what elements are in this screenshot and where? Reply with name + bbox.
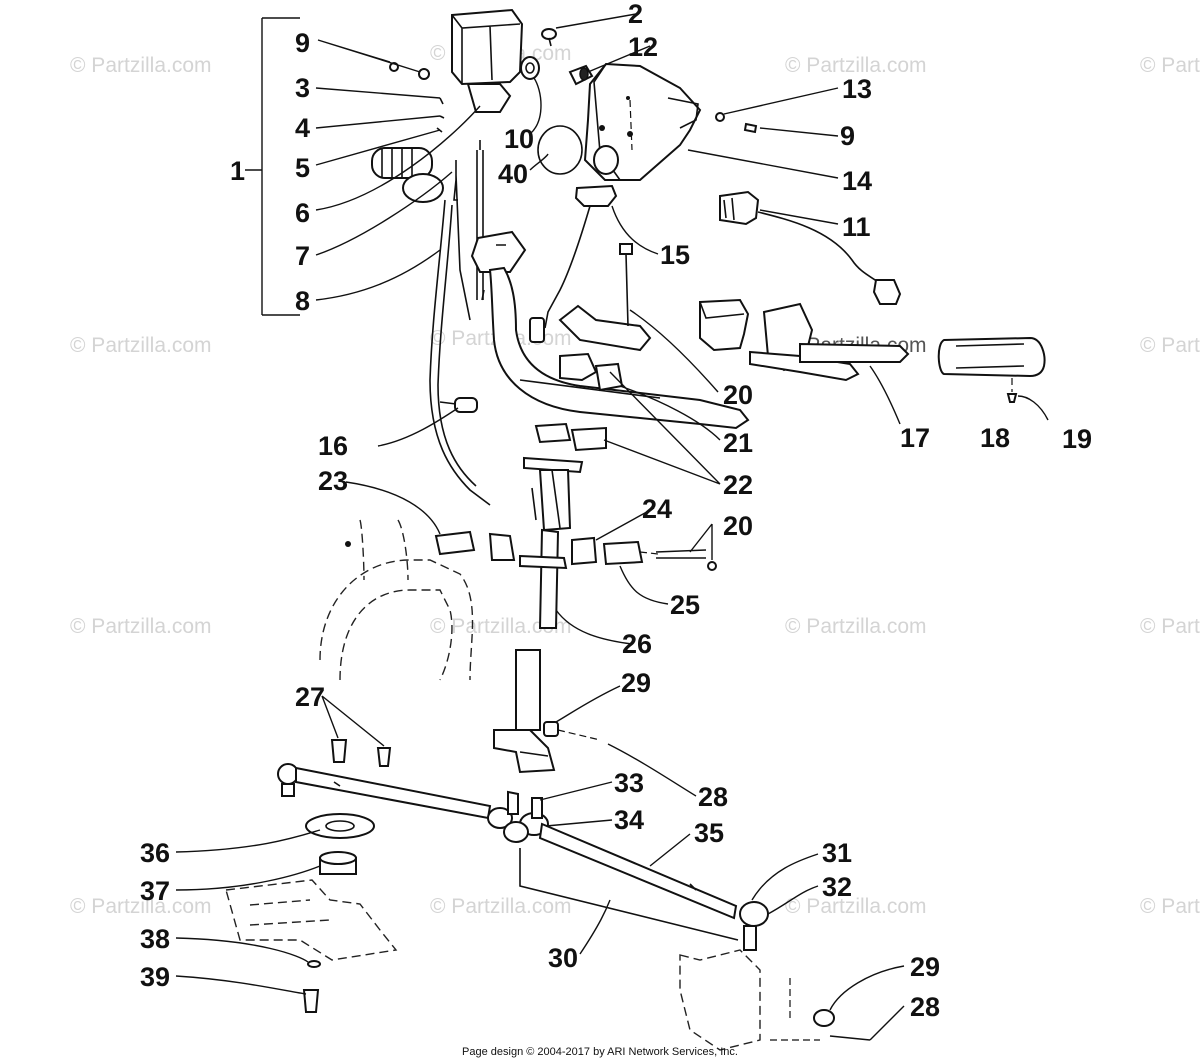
watermark-text: © Partzilla.com [70, 615, 212, 638]
callout-3: 3 [295, 73, 310, 103]
callout-27: 27 [295, 682, 325, 712]
harness-15[interactable] [529, 184, 618, 343]
leader-lines [175, 13, 1049, 1041]
callout-16: 16 [318, 431, 348, 461]
callout-2: 2 [628, 0, 643, 29]
watermark-text: © Partzilla.com [70, 54, 212, 77]
callout-21: 21 [723, 428, 753, 458]
callout-18: 18 [980, 423, 1010, 453]
callout-23: 23 [318, 466, 348, 496]
callout-29: 29 [910, 952, 940, 982]
callout-14: 14 [842, 166, 872, 196]
callout-19: 19 [1062, 424, 1092, 454]
steering-bearings[interactable] [434, 530, 717, 571]
callout-15: 15 [660, 240, 690, 270]
cable-16[interactable] [429, 199, 491, 506]
callout-20: 20 [723, 511, 753, 541]
callout-10: 10 [504, 124, 534, 154]
callout-11: 11 [842, 212, 871, 242]
grip-18[interactable] [937, 336, 1046, 403]
callout-28: 28 [910, 992, 940, 1022]
callout-40: 40 [498, 159, 528, 189]
callout-26: 26 [622, 629, 652, 659]
callout-32: 32 [822, 872, 852, 902]
callout-35: 35 [694, 818, 724, 848]
headlight-pod-14[interactable] [520, 28, 758, 181]
callout-8: 8 [295, 286, 310, 316]
callout-38: 38 [140, 924, 170, 954]
callout-24: 24 [642, 494, 672, 524]
page-footer: Page design © 2004-2017 by ARI Network S… [462, 1046, 738, 1058]
callout-13: 13 [842, 74, 872, 104]
bracket-21[interactable] [558, 243, 652, 352]
speedometer-assembly[interactable] [371, 8, 527, 321]
callout-5: 5 [295, 153, 310, 183]
watermark-text: © Partzilla.com [70, 334, 212, 357]
callout-17: 17 [900, 423, 930, 453]
watermark-text: © Partzilla.com [1140, 334, 1200, 357]
handlebar[interactable] [488, 266, 750, 430]
callout-22: 22 [723, 470, 753, 500]
callout-28: 28 [698, 782, 728, 812]
callout-6: 6 [295, 198, 310, 228]
callout-34: 34 [614, 805, 644, 835]
callout-25: 25 [670, 590, 700, 620]
watermark-text: © Partzilla.com [785, 54, 927, 77]
callout-9: 9 [295, 28, 310, 58]
watermark-text: © Partzilla.com [430, 895, 572, 918]
callout-1: 1 [230, 156, 245, 186]
callout-20: 20 [723, 380, 753, 410]
clamps-22[interactable] [534, 352, 624, 452]
watermark-text: © Partzilla.com [70, 895, 212, 918]
watermark-text: © Partzilla.com [785, 895, 927, 918]
light-switch-11[interactable] [719, 190, 902, 305]
callout-33: 33 [614, 768, 644, 798]
frame-outline [225, 519, 761, 1051]
callout-39: 39 [140, 962, 170, 992]
brake-lever-17[interactable] [699, 298, 910, 382]
callout-37: 37 [140, 876, 170, 906]
watermark-text: © Partzilla.com [1140, 615, 1200, 638]
watermark-text: © Partzilla.com [785, 615, 927, 638]
steering-post[interactable] [345, 456, 584, 774]
callout-31: 31 [822, 838, 852, 868]
callout-7: 7 [295, 241, 310, 271]
watermark-text: © Partzilla.com [1140, 895, 1200, 918]
watermark-text: © Partzilla.com [1140, 54, 1200, 77]
callout-30: 30 [548, 943, 578, 973]
callout-4: 4 [295, 113, 310, 143]
callout-12: 12 [628, 32, 658, 62]
callouts: 1 2 3 4 5 6 7 8 9 9 10 11 12 13 14 15 16… [140, 0, 1092, 1022]
tie-rods[interactable] [277, 721, 871, 1041]
callout-29: 29 [621, 668, 651, 698]
callout-9: 9 [840, 121, 855, 151]
watermark-text: © Partzilla.com [430, 615, 572, 638]
callout-36: 36 [140, 838, 170, 868]
